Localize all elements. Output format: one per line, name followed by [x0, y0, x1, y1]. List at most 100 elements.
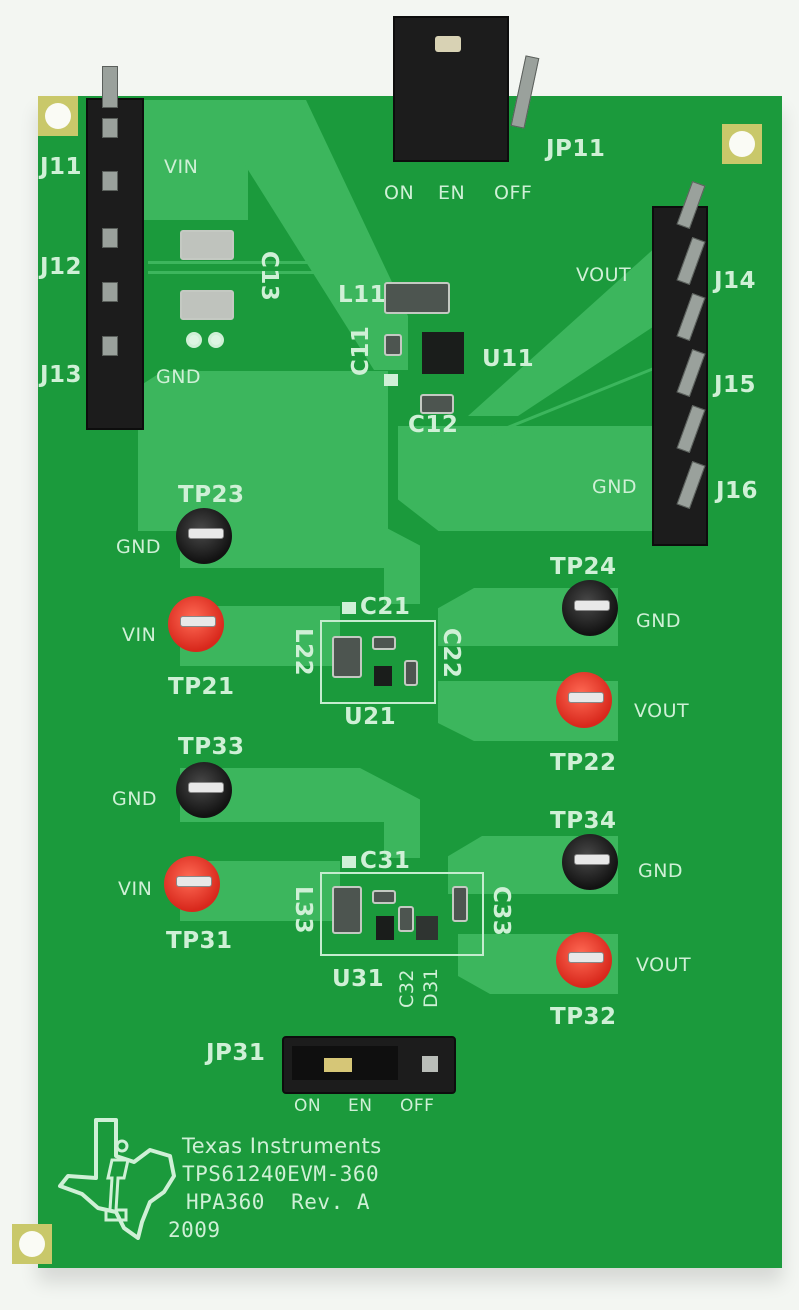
label-vout-tp22: VOUT — [634, 700, 690, 722]
gnd-pour-top — [138, 371, 388, 531]
vout-pour — [468, 236, 668, 416]
label-tp34: TP34 — [550, 808, 617, 834]
trace — [148, 261, 338, 264]
test-point-tp32[interactable] — [556, 932, 612, 988]
label-gnd-tp24: GND — [636, 610, 682, 632]
label-jp11: JP11 — [546, 136, 606, 162]
label-l22: L22 — [290, 628, 316, 677]
label-tp32: TP32 — [550, 1004, 617, 1030]
jumper-contacts — [324, 1058, 352, 1072]
mounting-hole-bl — [19, 1231, 45, 1257]
gnd-pour-right — [398, 426, 668, 531]
test-point-tp22[interactable] — [556, 672, 612, 728]
pin1-marker-c31 — [342, 856, 356, 868]
inductor-l33 — [332, 886, 362, 934]
label-j11: J11 — [40, 154, 83, 180]
trace — [148, 271, 328, 274]
pin1-marker-c21 — [342, 602, 356, 614]
label-gnd-tp23: GND — [116, 536, 162, 558]
label-c21: C21 — [360, 594, 411, 620]
label-j16: J16 — [716, 478, 759, 504]
label-jp11-off: OFF — [494, 182, 533, 204]
header-pin — [102, 282, 118, 302]
label-j12: J12 — [40, 254, 83, 280]
capacitor-c32 — [398, 906, 414, 932]
label-j15: J15 — [714, 372, 757, 398]
test-point-tp24[interactable] — [562, 580, 618, 636]
label-d31: D31 — [420, 967, 442, 1008]
jp11-off-pin — [510, 55, 540, 129]
label-jp11-en: EN — [438, 182, 466, 204]
header-pin — [102, 228, 118, 248]
u21-outline — [320, 620, 436, 704]
label-c11: C11 — [348, 325, 374, 376]
pcb-board: J11 J12 J13 VIN GND C13 JP11 ON EN OFF L… — [12, 16, 782, 1268]
label-l11: L11 — [338, 282, 387, 308]
test-point-tp21[interactable] — [168, 596, 224, 652]
label-jp11-on: ON — [384, 182, 415, 204]
ic-u31 — [376, 916, 394, 940]
label-u31: U31 — [332, 966, 385, 992]
label-c32: C32 — [396, 969, 418, 1008]
header-pin — [102, 66, 118, 108]
label-vin-tp21: VIN — [122, 624, 157, 646]
board-model: TPS61240EVM-360 — [182, 1162, 380, 1186]
via — [208, 332, 224, 348]
header-pin — [102, 171, 118, 191]
vin-pour — [138, 100, 248, 220]
board-revision: HPA360 Rev. A — [186, 1190, 371, 1214]
diode-d31 — [416, 916, 438, 940]
label-u11: U11 — [482, 346, 535, 372]
test-point-tp34[interactable] — [562, 834, 618, 890]
capacitor-c12 — [420, 394, 454, 414]
c13-pad-bottom — [180, 290, 234, 320]
label-j13: J13 — [40, 362, 83, 388]
header-j14-j16[interactable] — [652, 206, 708, 546]
pin1-marker — [384, 374, 398, 386]
label-jp31-en: EN — [348, 1096, 373, 1116]
c13-pad-top — [180, 230, 234, 260]
label-gnd-tp34: GND — [638, 860, 684, 882]
label-c13: C13 — [256, 251, 282, 302]
header-j11-j13[interactable] — [86, 98, 144, 430]
label-c12: C12 — [408, 412, 459, 438]
label-c31: C31 — [360, 848, 411, 874]
label-tp31: TP31 — [166, 928, 233, 954]
label-gnd-top: GND — [156, 366, 202, 388]
header-pin — [102, 336, 118, 356]
u31-outline — [320, 872, 484, 956]
inductor-l11 — [384, 282, 450, 314]
label-l33: L33 — [290, 886, 316, 935]
mounting-hole-tl — [45, 103, 71, 129]
ic-u11 — [422, 332, 464, 374]
label-vout-tp32: VOUT — [636, 954, 692, 976]
label-gnd-right: GND — [592, 476, 638, 498]
ic-u21 — [374, 666, 392, 686]
inductor-l22 — [332, 636, 362, 678]
capacitor-c33 — [452, 886, 468, 922]
label-jp31-on: ON — [294, 1096, 322, 1116]
label-j14: J14 — [714, 268, 757, 294]
via — [186, 332, 202, 348]
label-tp24: TP24 — [550, 554, 617, 580]
capacitor-c22 — [404, 660, 418, 686]
label-c22: C22 — [438, 628, 464, 679]
label-tp21: TP21 — [168, 674, 235, 700]
label-vin-tp31: VIN — [118, 878, 153, 900]
capacitor-c21 — [372, 636, 396, 650]
texas-instruments-logo-icon — [58, 1118, 176, 1240]
header-pin — [102, 118, 118, 138]
board-year: 2009 — [168, 1218, 221, 1242]
label-u21: U21 — [344, 704, 397, 730]
label-tp22: TP22 — [550, 750, 617, 776]
capacitor-c31 — [372, 890, 396, 904]
label-tp23: TP23 — [178, 482, 245, 508]
vin-diagonal-pour — [238, 100, 408, 370]
label-jp31: JP31 — [206, 1040, 266, 1066]
test-point-tp33[interactable] — [176, 762, 232, 818]
label-vout-right: VOUT — [576, 264, 632, 286]
label-c33: C33 — [488, 886, 514, 937]
test-point-tp23[interactable] — [176, 508, 232, 564]
jumper-shunt-contacts — [435, 36, 461, 52]
test-point-tp31[interactable] — [164, 856, 220, 912]
